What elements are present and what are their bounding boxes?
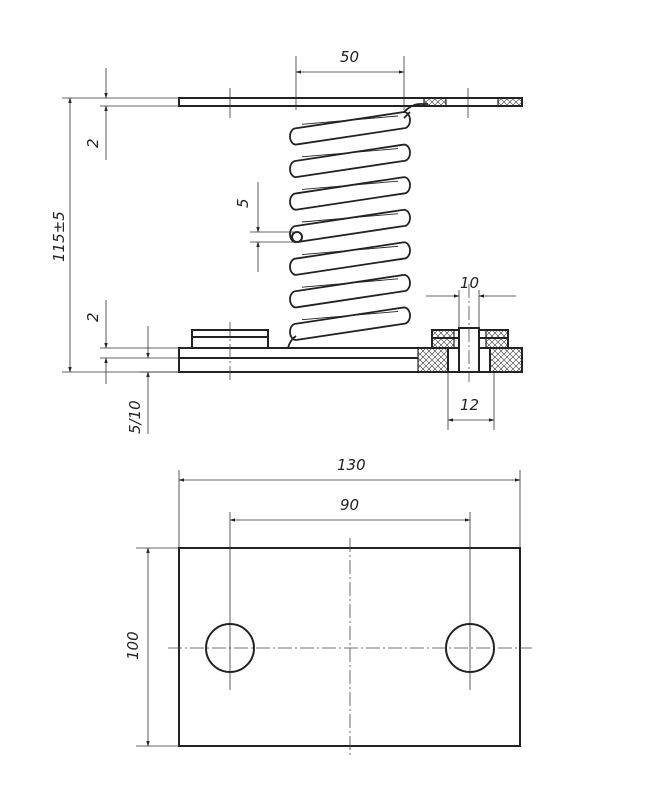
base-hatch-right (489, 347, 523, 373)
dim-hole-width: 12 (460, 396, 479, 414)
dim-plate-length: 130 (337, 456, 366, 474)
plan-view: 130 90 100 (124, 456, 532, 756)
coil-spring (289, 111, 411, 341)
base-hatch-left (417, 347, 449, 373)
dim-overall-height: 115±5 (50, 211, 68, 262)
wire-section (291, 231, 303, 243)
dim-bottom-plate: 2 (84, 312, 102, 322)
dim-top-plate: 2 (84, 138, 102, 148)
spring-top-hook (403, 103, 428, 113)
side-view: 50 115±5 2 2 5/10 5 10 (50, 48, 523, 434)
top-plate-hatch-left (423, 97, 447, 107)
top-plate-hatch-right (497, 97, 523, 107)
dim-plate-width: 100 (124, 631, 142, 660)
spring-coil-strand (289, 111, 411, 341)
spring-coil-inner-strand (301, 115, 399, 321)
dim-hole-spacing: 90 (340, 496, 359, 514)
dim-coil-diameter: 50 (340, 48, 359, 66)
dim-bolt-width: 10 (460, 274, 479, 292)
top-plate (178, 97, 523, 107)
base-plate-plan (178, 547, 521, 747)
dim-wire-diameter: 5 (234, 198, 252, 208)
dim-base-thickness: 5/10 (126, 400, 144, 434)
spring-bottom-hook (287, 335, 297, 349)
